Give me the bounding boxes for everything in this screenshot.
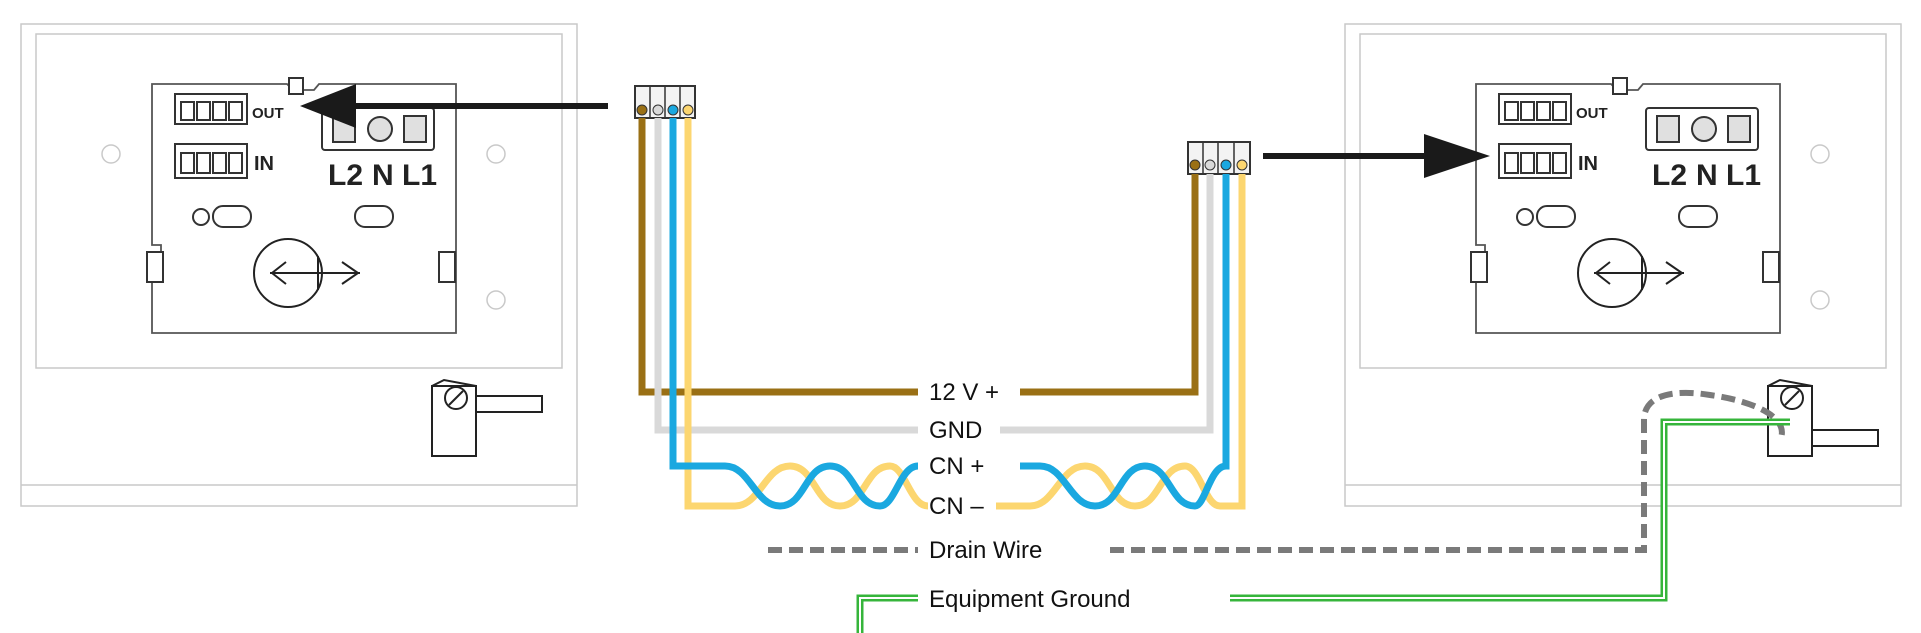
right-n-label: N <box>1696 159 1718 192</box>
right-out-label: OUT <box>1576 105 1608 122</box>
left-mount-hole-icon <box>486 144 506 164</box>
left-out-terminal-block <box>174 93 248 125</box>
left-top-clip-icon <box>288 77 304 95</box>
left-connector-plug <box>634 85 696 119</box>
right-ground-lug-icon <box>1767 378 1879 457</box>
left-side-clip-icon <box>438 251 456 283</box>
left-button-icon <box>354 205 394 228</box>
wire-gnd-left <box>654 118 918 434</box>
label-cn-minus: CN – <box>929 493 984 520</box>
left-rotate-knob-icon <box>253 238 360 308</box>
right-side-clip-icon <box>1470 251 1488 283</box>
label-12v: 12 V + <box>929 379 999 406</box>
left-device-panel: OUT IN L2 N L1 <box>20 23 578 507</box>
left-mount-hole-icon <box>486 290 506 310</box>
right-enclosure-outer <box>1344 23 1902 507</box>
wire-cn-plus-left <box>669 118 919 510</box>
right-side-clip-icon <box>1762 251 1780 283</box>
label-equipment-ground: Equipment Ground <box>929 586 1130 613</box>
arrow-to-right-in <box>1263 134 1490 178</box>
right-button-icon <box>1536 205 1576 228</box>
right-power-terminal <box>1645 107 1759 151</box>
right-top-clip-icon <box>1612 77 1628 95</box>
left-enclosure-inner <box>35 33 563 369</box>
left-l1-label: L1 <box>402 159 437 192</box>
right-l1-label: L1 <box>1726 159 1761 192</box>
wire-12v-right <box>1020 174 1199 396</box>
wire-equipment-ground <box>856 418 1790 633</box>
right-mount-hole-icon <box>1810 144 1830 164</box>
right-connector-plug <box>1187 141 1251 175</box>
right-button-icon <box>1678 205 1718 228</box>
right-rotate-knob-icon <box>1577 238 1684 308</box>
right-in-terminal-block <box>1498 143 1572 179</box>
left-ground-lug-icon <box>431 378 543 457</box>
wire-gnd-right <box>1000 174 1214 434</box>
right-device-panel: OUT IN L2 N L1 <box>1344 23 1902 507</box>
left-button-icon <box>212 205 252 228</box>
wire-cn-minus-left <box>684 118 929 510</box>
right-in-label: IN <box>1578 153 1598 175</box>
right-enclosure-inner <box>1359 33 1887 369</box>
left-led-icon <box>192 208 210 226</box>
right-mount-hole-icon <box>1810 290 1830 310</box>
left-enclosure-outer <box>20 23 578 507</box>
left-l2-label: L2 <box>328 159 363 192</box>
left-in-label: IN <box>254 153 274 175</box>
wire-cn-minus-right <box>996 174 1246 510</box>
right-led-icon <box>1516 208 1534 226</box>
wire-cn-plus-right <box>1020 174 1230 510</box>
wire-12v-left <box>638 118 918 396</box>
left-out-label: OUT <box>252 105 284 122</box>
label-drain-wire: Drain Wire <box>929 537 1042 564</box>
left-mount-hole-icon <box>101 144 121 164</box>
label-gnd: GND <box>929 417 982 444</box>
left-n-label: N <box>372 159 394 192</box>
right-out-terminal-block <box>1498 93 1572 125</box>
label-cn-plus: CN + <box>929 453 984 480</box>
left-side-clip-icon <box>146 251 164 283</box>
arrow-to-left-out <box>300 84 608 128</box>
wire-drain-right <box>1110 389 1785 553</box>
right-l2-label: L2 <box>1652 159 1687 192</box>
left-in-terminal-block <box>174 143 248 179</box>
